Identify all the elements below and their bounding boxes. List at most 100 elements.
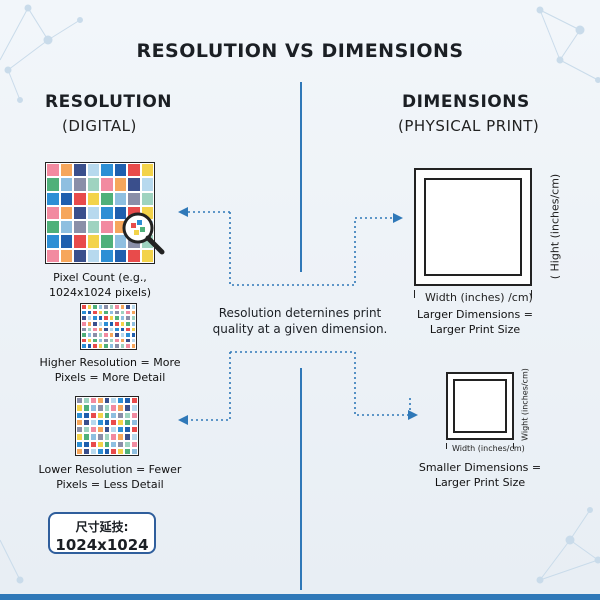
pixel-cell xyxy=(114,337,120,344)
pixel-cell xyxy=(127,163,141,178)
pixel-cell xyxy=(86,332,92,338)
pixel-cell xyxy=(76,411,83,419)
pixel-cell xyxy=(46,177,60,192)
pixel-cell xyxy=(46,220,60,235)
pixel-cell xyxy=(73,177,87,192)
arrow-icon xyxy=(408,410,418,420)
small-print-inner xyxy=(453,379,507,433)
pixel-cell xyxy=(86,343,92,349)
pixel-cell xyxy=(92,309,98,316)
pixel-cell xyxy=(46,248,60,263)
pixel-cell xyxy=(130,320,136,327)
pixel-cell xyxy=(117,411,125,419)
pixel-cell xyxy=(103,309,109,316)
pixel-cell xyxy=(108,332,114,338)
badge-line-1: 尺寸延技: xyxy=(75,520,129,534)
pixel-cell xyxy=(96,440,104,448)
arrow-icon xyxy=(393,213,403,223)
pixel-cell xyxy=(103,447,111,455)
pixel-cell xyxy=(103,332,109,338)
pixel-cell xyxy=(131,404,138,412)
pixel-cell xyxy=(73,220,87,235)
pixel-cell xyxy=(81,304,87,310)
pixel-cell xyxy=(131,426,138,434)
pixel-cell xyxy=(114,326,120,333)
pixel-cell xyxy=(59,234,73,249)
pixel-cell xyxy=(125,343,131,349)
pixel-cell xyxy=(96,397,104,405)
pixel-cell xyxy=(103,411,111,419)
arrow-icon xyxy=(178,415,188,425)
pixel-cell xyxy=(119,326,125,333)
pixel-cell xyxy=(100,191,114,206)
pixel-cell xyxy=(73,248,87,263)
pixel-cell xyxy=(89,433,97,441)
pixel-cell xyxy=(117,426,125,434)
pixel-cell xyxy=(86,234,100,249)
pixel-cell xyxy=(46,191,60,206)
pixel-cell xyxy=(131,418,138,426)
pixel-cell xyxy=(92,304,98,310)
pixel-cell xyxy=(119,332,125,338)
divider-top xyxy=(300,82,302,272)
large-width-label: Width (inches) /cm) xyxy=(425,291,533,304)
pixel-cell xyxy=(86,320,92,327)
pixel-cell xyxy=(92,315,98,321)
pixel-count-line-1: Pixel Count (e.g., xyxy=(53,271,147,284)
small-dimensions-caption: Smaller Dimensions = Larger Print Size xyxy=(410,460,550,490)
pixel-cell xyxy=(96,433,104,441)
pixel-cell xyxy=(92,332,98,338)
pixel-cell xyxy=(92,337,98,344)
pixel-cell xyxy=(110,411,118,419)
pixel-cell xyxy=(89,411,97,419)
pixel-cell xyxy=(59,248,73,263)
pixel-cell xyxy=(110,440,118,448)
pixel-cell xyxy=(97,304,103,310)
pixel-cell xyxy=(124,397,132,405)
pixel-cell xyxy=(86,326,92,333)
arrow-icon xyxy=(178,207,188,217)
pixel-cell xyxy=(81,315,87,321)
pixel-cell xyxy=(89,404,97,412)
pixel-cell xyxy=(82,411,90,419)
pixel-cell xyxy=(86,315,92,321)
pixel-cell xyxy=(119,309,125,316)
pixel-cell xyxy=(76,397,83,405)
badge-line-2: 1024x1024 xyxy=(55,536,149,554)
pixel-cell xyxy=(108,320,114,327)
pixel-cell xyxy=(119,320,125,327)
pixel-cell xyxy=(124,426,132,434)
pixel-cell xyxy=(76,447,83,455)
pixel-cell xyxy=(97,315,103,321)
pixel-cell xyxy=(119,343,125,349)
small-width-tick xyxy=(446,443,514,449)
pixel-cell xyxy=(108,337,114,344)
pixel-cell xyxy=(140,177,154,192)
pixel-cell xyxy=(96,411,104,419)
pixel-cell xyxy=(131,440,138,448)
pixel-cell xyxy=(59,191,73,206)
small-print-frame xyxy=(446,372,514,440)
pixel-cell xyxy=(59,163,73,178)
pixel-cell xyxy=(73,234,87,249)
pixel-cell xyxy=(140,163,154,178)
pixel-cell xyxy=(130,343,136,349)
pixel-cell xyxy=(108,326,114,333)
large-print-frame xyxy=(414,168,532,286)
pixel-grid-low xyxy=(75,396,139,456)
pixel-cell xyxy=(81,309,87,316)
pixel-cell xyxy=(73,205,87,221)
pixel-cell xyxy=(127,191,141,206)
pixel-cell xyxy=(114,332,120,338)
pixel-cell xyxy=(103,343,109,349)
pixel-cell xyxy=(73,191,87,206)
large-dimensions-caption: Larger Dimensions = Larger Print Size xyxy=(405,307,545,337)
arrow-top-left xyxy=(229,212,395,286)
pixel-grid-large xyxy=(45,162,155,264)
pixel-cell xyxy=(103,397,111,405)
pixel-cell xyxy=(81,320,87,327)
small-height-label: Wight (inches/cm) xyxy=(520,368,530,441)
pixel-cell xyxy=(117,397,125,405)
pixel-cell xyxy=(108,315,114,321)
